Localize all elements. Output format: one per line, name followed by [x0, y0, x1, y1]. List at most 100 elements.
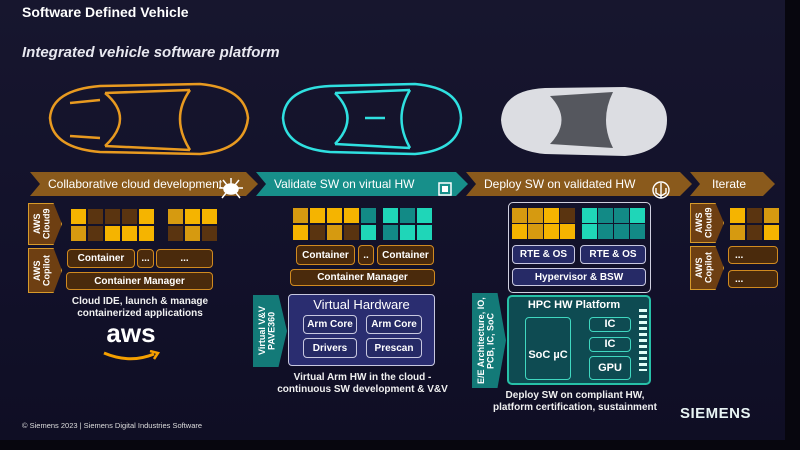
app-cell — [730, 225, 745, 240]
stage-label: Validate SW on virtual HW — [274, 177, 415, 191]
app-cell — [185, 226, 200, 241]
app-cell — [361, 208, 376, 223]
app-cell — [512, 224, 527, 239]
app-grid — [512, 208, 575, 239]
app-grid — [293, 208, 432, 240]
stage-banner-iterate: Iterate — [690, 172, 775, 196]
slide: Software Defined Vehicle Integrated vehi… — [0, 0, 785, 440]
hypervisor-box: Hypervisor & BSW — [512, 268, 646, 286]
siemens-logo: SIEMENS — [680, 405, 752, 422]
app-cell — [344, 208, 359, 223]
app-cell — [139, 226, 154, 241]
prescan-box: Prescan — [366, 338, 422, 358]
ic-chip: IC — [589, 337, 631, 352]
col3-caption: Deploy SW on compliant HW, platform cert… — [493, 390, 657, 413]
app-cell — [560, 208, 575, 223]
app-cell — [383, 208, 398, 223]
container-box: Container — [67, 249, 135, 268]
app-cell — [168, 226, 183, 241]
stage-banner-deploy: Deploy SW on validated HW — [466, 172, 692, 196]
app-cell — [88, 226, 103, 241]
app-cell — [383, 225, 398, 240]
app-grid — [71, 209, 217, 241]
app-cell — [361, 225, 376, 240]
app-cell — [747, 225, 762, 240]
container-manager-box: Container Manager — [66, 272, 213, 290]
app-cell — [327, 225, 342, 240]
slide-subtitle: Integrated vehicle software platform — [22, 44, 280, 61]
app-cell — [310, 208, 325, 223]
virtual-hardware-box: Virtual Hardware Arm Core Arm Core Drive… — [288, 294, 435, 366]
app-cell — [139, 209, 154, 224]
app-cell — [544, 224, 559, 239]
app-cell — [417, 208, 432, 223]
slide-title: Software Defined Vehicle — [22, 4, 189, 20]
app-cell — [614, 208, 629, 223]
app-cell — [582, 208, 597, 223]
container-ellipsis: ... — [728, 270, 778, 288]
app-cell — [630, 224, 645, 239]
chip-icon — [438, 182, 452, 196]
circuit-tree-icon — [652, 181, 670, 199]
app-cell — [202, 226, 217, 241]
app-cell — [168, 209, 183, 224]
app-cell — [598, 224, 613, 239]
footer-copyright: © Siemens 2023 | Siemens Digital Industr… — [22, 421, 203, 430]
app-cell — [747, 208, 762, 223]
container-ellipsis: .. — [358, 245, 374, 265]
aws-smile-icon — [103, 350, 161, 361]
app-cell — [512, 208, 527, 223]
app-cell — [417, 225, 432, 240]
col1-caption: Cloud IDE, launch & manage containerized… — [71, 296, 209, 319]
app-cell — [71, 209, 86, 224]
app-grid — [730, 208, 779, 240]
container-ellipsis: ... — [728, 246, 778, 264]
container-box: Container — [296, 245, 355, 265]
app-cell — [582, 224, 597, 239]
stage-banner-collaborative: Collaborative cloud development — [30, 172, 258, 196]
gpu-chip: GPU — [589, 356, 631, 380]
aws-cloud9-tab: AWS Cloud9 — [690, 203, 724, 243]
app-cell — [185, 209, 200, 224]
drivers-box: Drivers — [303, 338, 357, 358]
container-box: Container — [377, 245, 434, 265]
aws-cloud9-tab: AWS Cloud9 — [28, 203, 62, 245]
aws-logo: aws — [106, 318, 156, 348]
aws-copilot-tab: AWS Copilot — [28, 248, 62, 293]
car-image-white-icon — [501, 87, 667, 156]
app-cell — [293, 225, 308, 240]
aws-copilot-tab: AWS Copilot — [690, 246, 724, 290]
stage-label: Collaborative cloud development — [48, 177, 223, 191]
container-ellipsis: ... — [156, 249, 213, 268]
app-cell — [105, 209, 120, 224]
app-cell — [560, 224, 575, 239]
software-stack-box — [508, 202, 651, 293]
col2-caption: Virtual Arm HW in the cloud - continuous… — [277, 372, 448, 395]
ee-architecture-tab: E/E Architecture, IO, PCB, IC, SoC — [472, 293, 506, 388]
connector-pins — [639, 309, 647, 371]
app-cell — [730, 208, 745, 223]
rte-os-box: RTE & OS — [512, 245, 575, 264]
ic-chip: IC — [589, 317, 631, 332]
app-cell — [122, 209, 137, 224]
cloud-network-icon — [219, 178, 243, 199]
app-cell — [544, 208, 559, 223]
soc-chip: SoC µC — [525, 317, 571, 380]
container-ellipsis: ... — [137, 249, 154, 268]
app-cell — [122, 226, 137, 241]
app-cell — [400, 208, 415, 223]
stage-label: Deploy SW on validated HW — [484, 177, 636, 191]
stage-label: Iterate — [712, 177, 747, 191]
app-cell — [310, 225, 325, 240]
container-manager-box: Container Manager — [290, 269, 435, 286]
virtual-hardware-title: Virtual Hardware — [313, 297, 410, 312]
rte-os-box: RTE & OS — [580, 245, 646, 264]
app-cell — [105, 226, 120, 241]
app-cell — [630, 208, 645, 223]
app-cell — [598, 208, 613, 223]
arm-core-box: Arm Core — [303, 315, 357, 334]
app-cell — [528, 224, 543, 239]
app-cell — [71, 226, 86, 241]
app-cell — [88, 209, 103, 224]
app-cell — [344, 225, 359, 240]
